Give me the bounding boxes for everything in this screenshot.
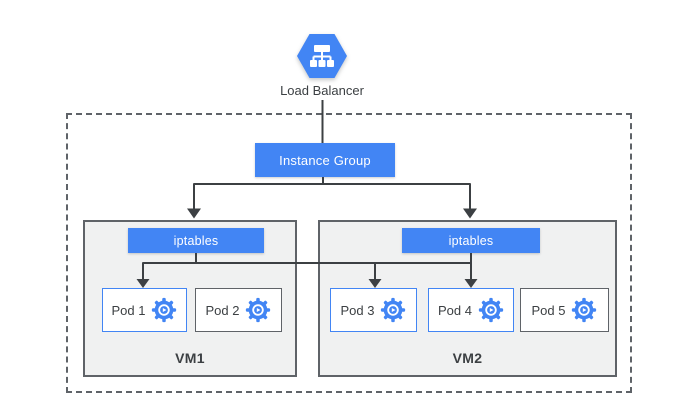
pod-node: Pod 5 bbox=[520, 288, 609, 332]
cluster-dashed-boundary bbox=[66, 113, 632, 393]
iptables-node-vm2: iptables bbox=[402, 228, 540, 253]
gear-play-icon bbox=[478, 297, 504, 323]
instance-group-node: Instance Group bbox=[255, 143, 395, 177]
pod-label: Pod 2 bbox=[205, 302, 240, 318]
pod-label: Pod 5 bbox=[531, 302, 566, 318]
load-balancer-hexagon-icon bbox=[297, 34, 347, 78]
pod-label: Pod 1 bbox=[111, 302, 146, 318]
iptables-node-vm1: iptables bbox=[128, 228, 264, 253]
pod-label: Pod 4 bbox=[438, 302, 472, 318]
gear-play-icon bbox=[380, 297, 406, 323]
vm-name-label: VM1 bbox=[175, 350, 205, 366]
pod-node: Pod 2 bbox=[195, 288, 282, 332]
vm-name-label: VM2 bbox=[452, 350, 483, 366]
gear-play-icon bbox=[151, 297, 177, 323]
pod-node: Pod 4 bbox=[428, 288, 514, 332]
gear-play-icon bbox=[571, 297, 597, 323]
gear-play-icon bbox=[245, 297, 271, 323]
load-balancer-label: Load Balancer bbox=[280, 83, 364, 98]
pod-node: Pod 3 bbox=[330, 288, 417, 332]
pod-label: Pod 3 bbox=[340, 302, 375, 318]
vm2-group: Pod 3 Pod 4 Pod 5 VM2 bbox=[318, 220, 617, 377]
pod-node: Pod 1 bbox=[102, 288, 187, 332]
